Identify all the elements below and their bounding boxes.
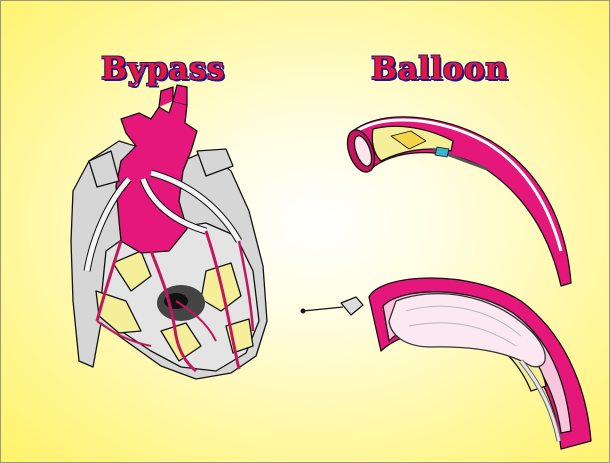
artery-catheter-illustration: [342, 117, 571, 286]
heart-bypass-illustration: [71, 85, 267, 379]
artery-balloon-illustration: [301, 278, 591, 449]
